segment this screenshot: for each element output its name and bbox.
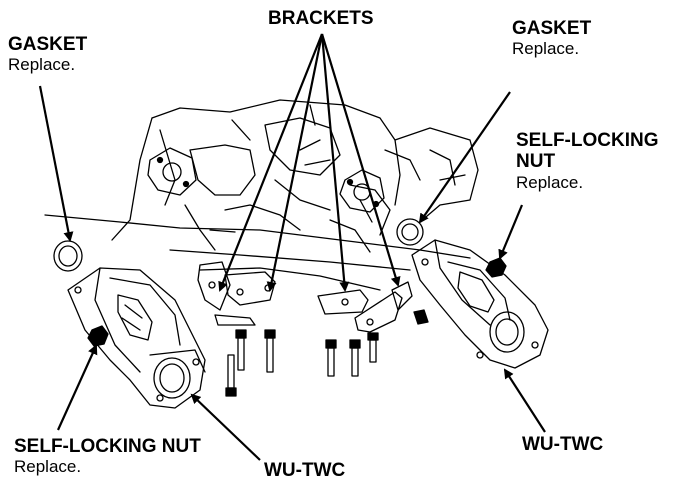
leader-lines <box>38 33 546 461</box>
leader-gasket-left <box>38 85 74 242</box>
leader-bracket-3 <box>320 33 350 292</box>
label-nut-left: SELF-LOCKING NUT Replace. <box>14 436 201 476</box>
label-gasket-left-title: GASKET <box>8 34 88 55</box>
gasket-right-ring <box>396 218 424 246</box>
label-brackets-title: BRACKETS <box>268 8 374 29</box>
leader-bracket-2 <box>266 33 324 292</box>
label-brackets: BRACKETS <box>268 8 374 29</box>
bolts <box>225 309 429 397</box>
label-wutwc-right: WU-TWC <box>522 434 603 455</box>
bracket-left <box>197 261 256 326</box>
leader-gasket-right <box>418 91 511 224</box>
leader-wutwc-right <box>503 368 546 433</box>
left-manifold-flange <box>147 147 197 196</box>
label-wutwc-left: WU-TWC <box>264 460 345 481</box>
nut-left-part <box>87 325 109 347</box>
label-nut-right-note: Replace. <box>516 172 584 192</box>
label-nut-right-line2: NUT <box>516 151 556 173</box>
label-nut-right: SELF-LOCKING NUT Replace. <box>516 130 659 192</box>
leader-bracket-1 <box>218 33 324 292</box>
label-gasket-right-note: Replace. <box>512 39 580 59</box>
label-nut-left-note: Replace. <box>14 457 82 477</box>
label-wutwc-right-title: WU-TWC <box>522 434 604 455</box>
label-wutwc-left-title: WU-TWC <box>264 460 346 481</box>
label-nut-right-line1: SELF-LOCKING <box>516 130 659 151</box>
label-gasket-left: GASKET Replace. <box>8 34 87 74</box>
leader-wutwc-left <box>190 393 261 461</box>
bracket-center-left <box>224 271 276 306</box>
wutwc-left-converter <box>67 267 206 409</box>
bracket-center <box>317 289 369 315</box>
wutwc-right-converter <box>411 239 549 369</box>
bracket-far-right <box>391 281 413 311</box>
bracket-right <box>354 291 403 333</box>
engine-block <box>44 99 479 291</box>
leader-nut-right <box>498 204 524 260</box>
leader-nut-left <box>56 344 98 431</box>
label-gasket-right: GASKET Replace. <box>512 18 591 58</box>
label-gasket-left-note: Replace. <box>8 55 76 75</box>
right-manifold-flange <box>339 169 385 213</box>
gasket-left-ring <box>53 240 83 272</box>
label-gasket-right-title: GASKET <box>512 18 592 39</box>
leader-bracket-4 <box>320 33 401 287</box>
label-nut-left-title: SELF-LOCKING NUT <box>14 436 201 457</box>
nut-right-part <box>485 257 507 278</box>
